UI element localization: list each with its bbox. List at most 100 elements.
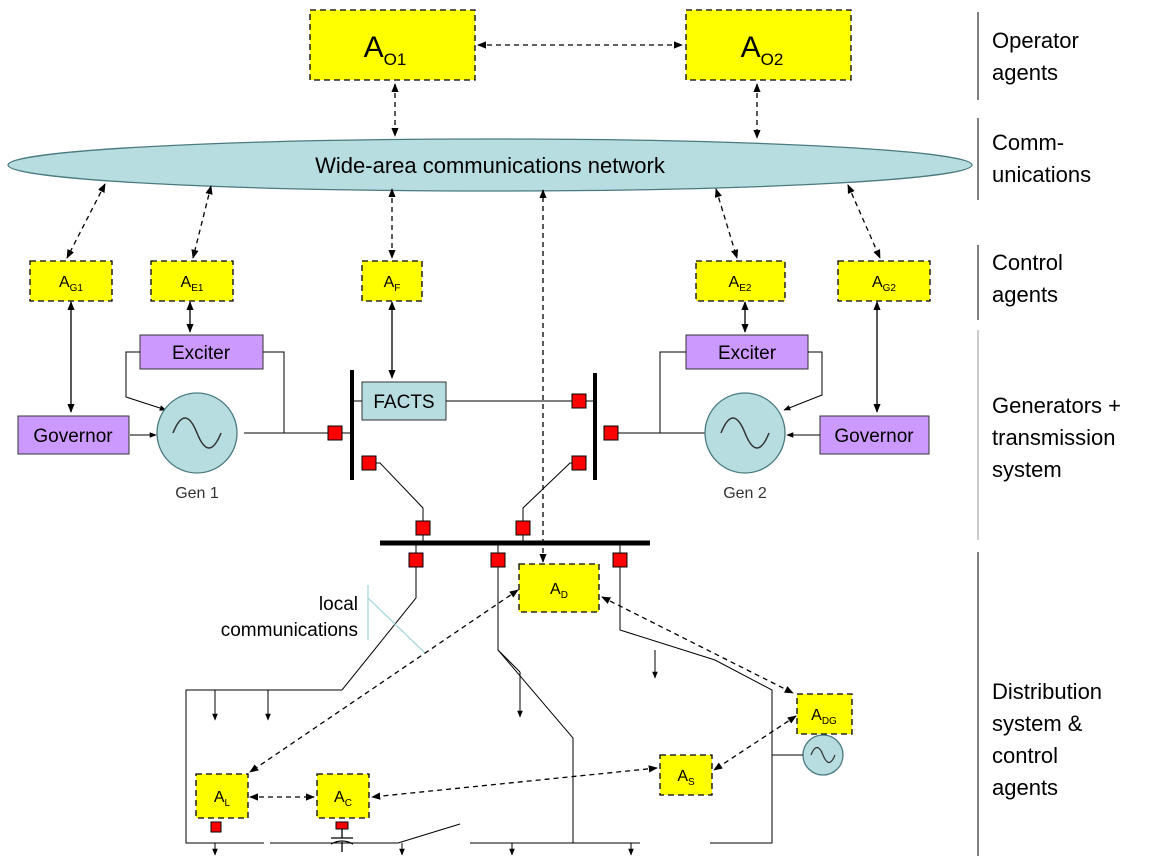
distribution-agent-c[interactable]: AC — [316, 773, 370, 819]
agent-base: A — [872, 274, 883, 291]
network-control-links — [66, 183, 881, 563]
agent-sub: F — [394, 283, 400, 294]
side-label-control-1: Control — [992, 250, 1063, 275]
exciter-label: Exciter — [172, 343, 231, 364]
control-agent-g2[interactable]: AG2 — [837, 260, 931, 302]
governor-box-2[interactable]: Governor — [819, 415, 930, 455]
generator-label: Gen 1 — [175, 485, 219, 502]
local-comm-label-2: communications — [221, 620, 358, 641]
generator-1[interactable]: Gen 1 — [156, 392, 238, 502]
agent-base: A — [364, 31, 384, 64]
svg-text:ADG: ADG — [811, 707, 837, 727]
control-agent-g1[interactable]: AG1 — [29, 260, 113, 302]
svg-text:AS: AS — [677, 768, 695, 788]
facts-device[interactable]: FACTS — [361, 381, 447, 421]
agent-base: A — [214, 789, 225, 806]
svg-text:AL: AL — [214, 789, 231, 809]
transmission-buses — [350, 370, 650, 546]
network-label: Wide-area communications network — [315, 153, 666, 178]
distribution-agent-dg[interactable]: ADG — [796, 693, 853, 735]
agent-sub: E1 — [191, 283, 204, 294]
agent-base: A — [741, 31, 761, 64]
svg-text:AO2: AO2 — [741, 31, 784, 69]
operator-agent-o2[interactable]: AO2 — [685, 9, 852, 81]
agent-sub: DG — [822, 716, 837, 727]
agent-sub: L — [225, 798, 231, 809]
control-agent-e2[interactable]: AE2 — [695, 260, 786, 302]
svg-text:AF: AF — [384, 274, 401, 294]
operator-network-links — [391, 83, 761, 139]
svg-text:AE1: AE1 — [181, 274, 204, 294]
exciter-box-2[interactable]: Exciter — [685, 334, 809, 370]
agent-base: A — [550, 581, 561, 598]
side-label-gen-1: Generators + — [992, 393, 1121, 418]
capacitor-symbol — [330, 824, 354, 852]
operator-agent-o1[interactable]: AO1 — [309, 9, 476, 81]
agent-base: A — [181, 274, 192, 291]
breaker[interactable] — [335, 821, 349, 830]
generator-2[interactable]: Gen 2 — [704, 392, 786, 502]
side-label-dist-4: agents — [992, 775, 1058, 800]
side-labels: Operator agents Comm- unications Control… — [992, 28, 1121, 800]
agent-sub: S — [688, 777, 695, 788]
distribution-agent-l[interactable]: AL — [195, 773, 249, 819]
side-label-dist-2: system & — [992, 711, 1083, 736]
breaker[interactable] — [515, 520, 531, 536]
agent-sub: C — [345, 798, 352, 809]
agent-base: A — [811, 707, 822, 724]
exciter-box-1[interactable]: Exciter — [139, 334, 264, 370]
facts-label: FACTS — [373, 392, 434, 413]
distribution-feeders — [185, 543, 773, 844]
breaker[interactable] — [361, 455, 377, 471]
breaker[interactable] — [612, 552, 628, 568]
side-label-gen-2: transmission — [992, 425, 1115, 450]
control-agent-f[interactable]: AF — [361, 260, 423, 302]
local-comm-label-1: local — [319, 594, 358, 615]
breaker[interactable] — [571, 393, 587, 409]
exciter-label: Exciter — [718, 343, 777, 364]
side-label-dist-1: Distribution — [992, 679, 1102, 704]
breaker[interactable] — [210, 821, 222, 833]
agent-base: A — [384, 274, 395, 291]
governor-box-1[interactable]: Governor — [17, 415, 130, 455]
svg-text:AC: AC — [334, 789, 352, 809]
svg-text:AG1: AG1 — [59, 274, 83, 294]
generator-label: Gen 2 — [723, 485, 767, 502]
distribution-agent-s[interactable]: AS — [659, 754, 713, 796]
distribution-comm-links — [249, 589, 797, 801]
breaker[interactable] — [415, 520, 431, 536]
control-device-links — [67, 301, 881, 413]
svg-text:AE2: AE2 — [729, 274, 752, 294]
side-label-operator-1: Operator — [992, 28, 1079, 53]
distributed-generator[interactable] — [772, 734, 844, 776]
agent-base: A — [677, 768, 688, 785]
agent-sub: G1 — [70, 283, 84, 294]
breaker[interactable] — [327, 425, 343, 441]
agent-base: A — [59, 274, 70, 291]
control-agent-e1[interactable]: AE1 — [150, 260, 234, 302]
breaker[interactable] — [571, 455, 587, 471]
side-label-comm-2: unications — [992, 162, 1091, 187]
breaker[interactable] — [603, 425, 619, 441]
side-label-operator-2: agents — [992, 60, 1058, 85]
breaker[interactable] — [408, 552, 424, 568]
side-label-dist-3: control — [992, 743, 1058, 768]
agent-sub: O1 — [384, 50, 407, 69]
agent-sub: E2 — [739, 283, 752, 294]
agent-base: A — [729, 274, 740, 291]
svg-text:AD: AD — [550, 581, 568, 601]
side-label-gen-3: system — [992, 457, 1062, 482]
load-arrows — [212, 649, 658, 856]
agent-sub: D — [561, 590, 568, 601]
breaker[interactable] — [490, 552, 506, 568]
side-label-comm-1: Comm- — [992, 130, 1064, 155]
side-label-control-2: agents — [992, 282, 1058, 307]
governor-label: Governor — [33, 426, 113, 447]
agent-sub: O2 — [761, 50, 784, 69]
breakers — [210, 393, 628, 833]
agent-sub: G2 — [883, 283, 897, 294]
agent-base: A — [334, 789, 345, 806]
distribution-agent-d[interactable]: AD — [518, 563, 600, 613]
